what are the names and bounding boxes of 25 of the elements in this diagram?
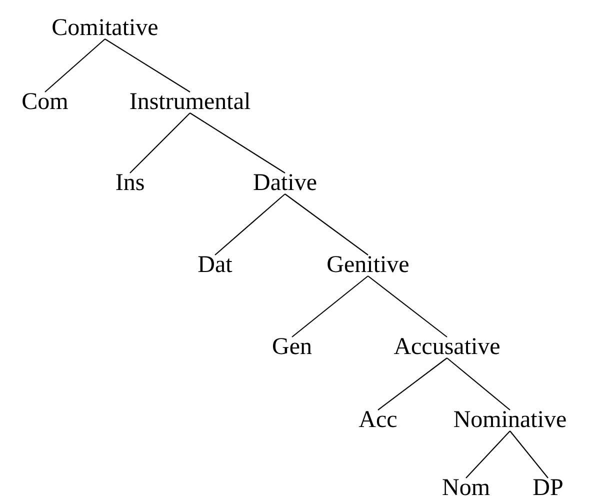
tree-branch-line [190,112,286,174]
tree-branch-line [466,430,510,478]
tree-branch-line [510,430,548,478]
tree-node-label: Com [22,89,68,115]
tree-node-label: Dat [198,252,232,278]
tree-node-label: Genitive [326,252,410,278]
tree-branch-line [292,276,368,338]
tree-node-label: Acc [358,407,398,433]
tree-node-label: Nom [442,475,490,501]
tree-branch-line [130,112,190,174]
tree-branch-line [44,38,106,92]
tree-branch-line [284,194,368,256]
tree-branch-line [446,358,510,410]
tree-node-label: Ins [115,170,145,196]
tree-node-label: DP [532,475,564,501]
tree-branch-line [214,194,286,256]
tree-node-label: Dative [253,170,317,196]
tree-node-label: Nominative [453,407,567,433]
tree-node-label: Gen [272,334,312,360]
tree-node-label: Comitative [52,15,158,41]
tree-branch-line [104,38,190,92]
tree-branch-line [378,358,448,410]
tree-node-label: Instrumental [129,89,251,115]
tree-branch-line [368,276,448,338]
tree-node-label: Accusative [394,334,500,360]
